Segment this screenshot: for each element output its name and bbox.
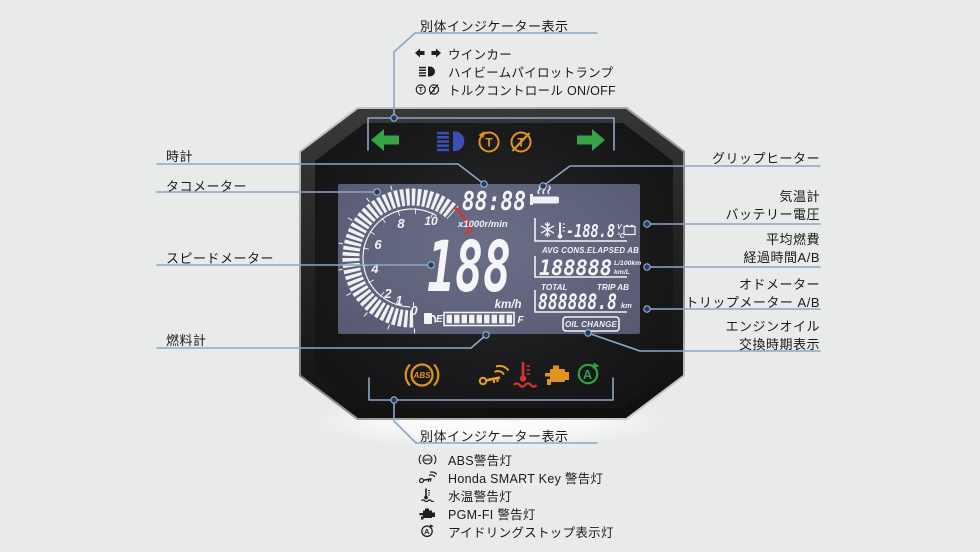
elapsed-time-label: 経過時間A/B	[743, 250, 820, 265]
turn-signal-icon	[414, 48, 441, 58]
high-beam-icon	[414, 66, 441, 77]
air-temp-label: 気温計	[779, 189, 820, 204]
coolant-temp-warning-icon	[414, 488, 441, 502]
list-item-label: Honda SMART Key 警告灯	[448, 471, 604, 486]
list-item-label: ABS警告灯	[448, 453, 513, 468]
svg-text:A: A	[424, 527, 430, 536]
list-item: 水温警告灯	[414, 486, 614, 504]
list-item-label: PGM-FI 警告灯	[448, 507, 536, 522]
pgm-fi-warning-icon	[414, 507, 441, 520]
tachometer-label: タコメーター	[166, 179, 248, 194]
bottom-callout-list: ABS ABS警告灯 Honda SMART Key 警告灯 水温警告灯 PGM…	[414, 450, 614, 540]
list-item: Honda SMART Key 警告灯	[414, 468, 614, 486]
fuel-gauge-label: 燃料計	[166, 333, 207, 348]
abs-warning-icon: ABS	[414, 453, 441, 466]
svg-text:ABS: ABS	[423, 458, 431, 462]
bottom-callout-title: 別体インジケーター表示	[420, 429, 569, 444]
speedometer-label: スピードメーター	[166, 251, 275, 266]
odometer-label: オドメーター	[738, 277, 820, 292]
grip-heater-label: グリップヒーター	[711, 151, 820, 166]
list-item: A アイドリングストップ表示灯	[414, 522, 614, 540]
list-item-label: 水温警告灯	[448, 489, 513, 504]
list-item: PGM-FI 警告灯	[414, 504, 614, 522]
list-item-label: アイドリングストップ表示灯	[448, 525, 614, 540]
list-item: ハイビームパイロットランプ	[414, 62, 616, 80]
svg-text:T: T	[418, 87, 423, 94]
svg-text:T: T	[431, 87, 436, 94]
smart-key-warning-icon	[414, 470, 441, 484]
oil-change-display-label: 交換時期表示	[738, 337, 820, 352]
list-item-label: ハイビームパイロットランプ	[448, 65, 614, 80]
clock-label: 時計	[166, 149, 194, 164]
list-item: ウインカー	[414, 44, 616, 62]
battery-voltage-label: バッテリー電圧	[725, 207, 820, 222]
avg-consumption-label: 平均燃費	[765, 232, 820, 247]
top-callout-title: 別体インジケーター表示	[420, 19, 569, 34]
list-item-label: トルクコントロール ON/OFF	[448, 83, 616, 98]
trip-meter-label: トリップメーター A/B	[685, 295, 820, 310]
engine-oil-label: エンジンオイル	[725, 319, 820, 334]
list-item-label: ウインカー	[448, 47, 513, 62]
list-item: ABS ABS警告灯	[414, 450, 614, 468]
idle-stop-icon: A	[414, 524, 441, 538]
lcd-panel	[338, 184, 640, 334]
